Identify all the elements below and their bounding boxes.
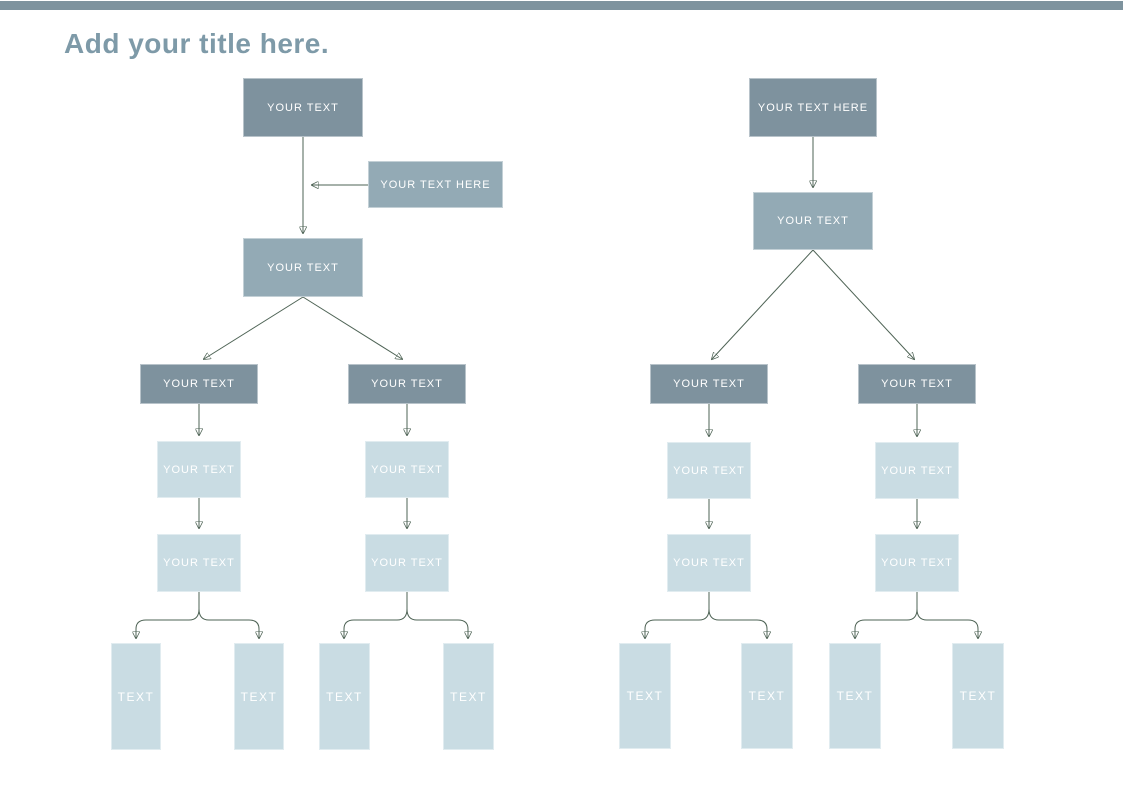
right-level2-node: YOUR TEXT (753, 192, 873, 250)
left-branch-a-leaf1: TEXT (111, 643, 161, 750)
connector-left-level2-to-b (302, 296, 402, 359)
left-branch-b-leaf1: TEXT (319, 643, 370, 750)
connector-right-a-bracket-l (645, 608, 710, 638)
connector-right-level2-to-b (812, 249, 914, 359)
right-branch-a-header: YOUR TEXT (650, 364, 768, 404)
left-branch-b-step2: YOUR TEXT (365, 534, 449, 592)
right-root-node: YOUR TEXT HERE (749, 78, 877, 137)
connector-right-b-bracket-l (855, 608, 918, 638)
left-branch-a-step2: YOUR TEXT (157, 534, 241, 592)
right-branch-a-step1: YOUR TEXT (667, 442, 751, 499)
connector-left-a-bracket-r (198, 608, 259, 638)
left-branch-a-step1: YOUR TEXT (157, 441, 241, 498)
right-branch-a-leaf1: TEXT (619, 643, 671, 749)
page-title: Add your title here. (64, 28, 330, 59)
left-level2-node: YOUR TEXT (243, 238, 363, 297)
right-branch-b-header: YOUR TEXT (858, 364, 976, 404)
connector-left-a-bracket-l (136, 608, 200, 638)
connector-left-level2-to-a (204, 296, 304, 359)
left-root-node: YOUR TEXT (243, 78, 363, 137)
connector-right-b-bracket-r (916, 608, 978, 638)
left-branch-a-leaf2: TEXT (234, 643, 284, 750)
connector-right-a-bracket-r (708, 608, 767, 638)
right-branch-b-leaf2: TEXT (952, 643, 1004, 749)
connector-right-level2-to-a (712, 249, 814, 359)
top-accent-bar (0, 1, 1123, 10)
right-branch-a-leaf2: TEXT (741, 643, 793, 749)
left-branch-a-header: YOUR TEXT (140, 364, 258, 404)
right-branch-b-step1: YOUR TEXT (875, 442, 959, 499)
right-branch-b-step2: YOUR TEXT (875, 534, 959, 592)
left-side-note-node: YOUR TEXT HERE (368, 161, 503, 208)
connector-left-b-bracket-l (344, 608, 408, 638)
left-branch-b-leaf2: TEXT (443, 643, 494, 750)
left-branch-b-step1: YOUR TEXT (365, 441, 449, 498)
right-branch-a-step2: YOUR TEXT (667, 534, 751, 592)
connector-left-b-bracket-r (406, 608, 468, 638)
left-branch-b-header: YOUR TEXT (348, 364, 466, 404)
right-branch-b-leaf1: TEXT (829, 643, 881, 749)
